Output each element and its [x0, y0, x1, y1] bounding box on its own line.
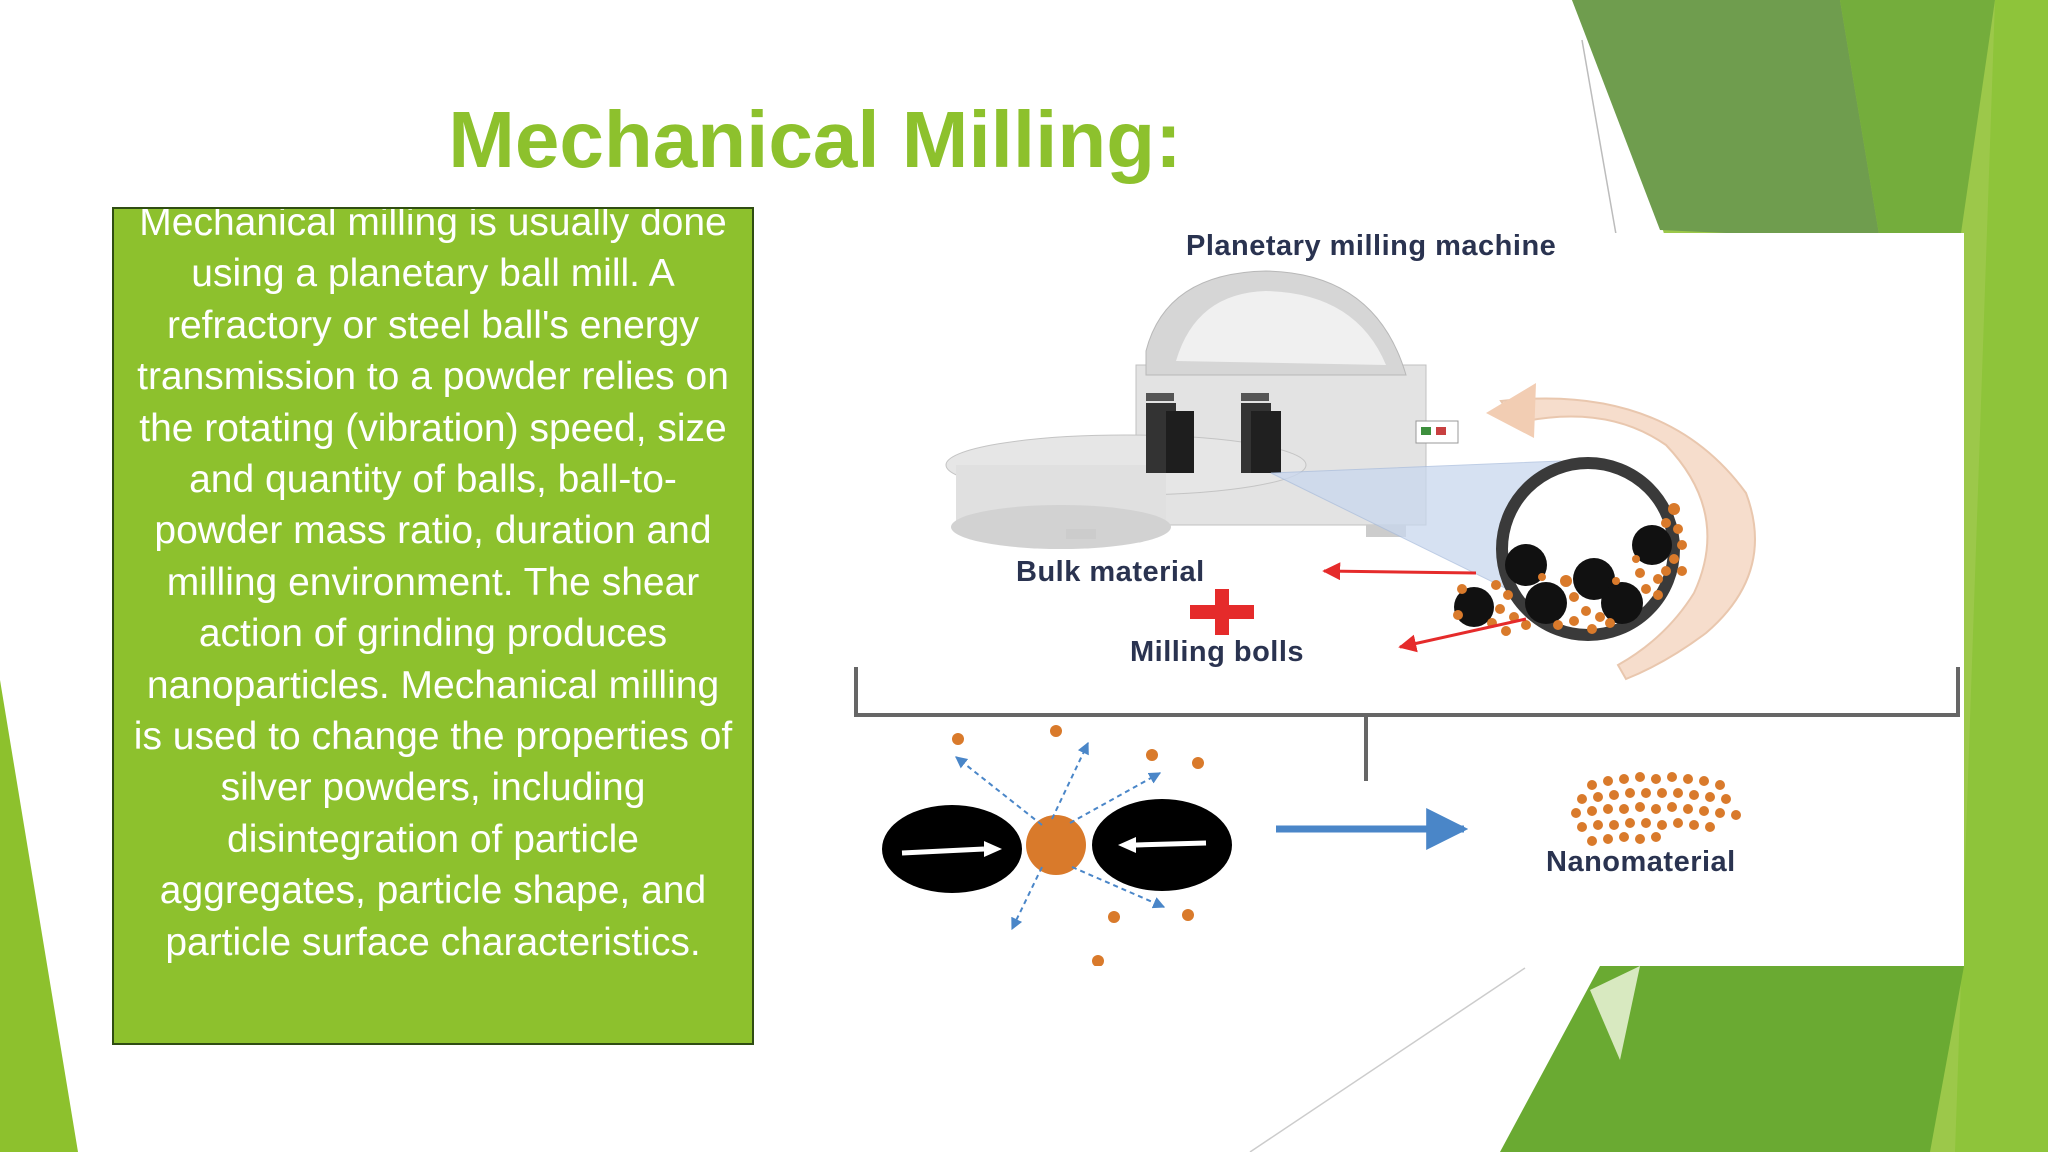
jar-ball	[1632, 525, 1672, 565]
machine-illustration	[945, 270, 1459, 549]
bg-shape-right-edge	[1955, 0, 2048, 1152]
bulk-material-arrow	[1322, 562, 1477, 581]
jar-ball	[1505, 544, 1547, 586]
jar-ball	[1601, 582, 1643, 624]
bg-shape-top-right-dark	[1572, 0, 1880, 240]
body-text: Mechanical milling is usually done using…	[133, 207, 733, 964]
body-text-box: Mechanical milling is usually done using…	[112, 207, 754, 1045]
rotation-arrow	[1499, 397, 1756, 681]
bg-shape-bottom-right	[1500, 966, 1964, 1152]
collision-arrow-right	[901, 846, 985, 856]
bg-shape-left-edge	[0, 680, 78, 1152]
jar-powder	[1453, 503, 1687, 636]
nanomaterial-dots	[1571, 772, 1741, 846]
bg-shape-top-right-mid	[1840, 0, 1995, 240]
milling-diagram: Planetary milling machine	[846, 233, 1964, 966]
scatter-particles	[952, 725, 1204, 966]
milling-balls-label: Milling bolls	[1130, 636, 1304, 668]
scatter-arrows	[955, 741, 1166, 931]
machine-label: Planetary milling machine	[1186, 233, 1556, 262]
ball-collision-illustration	[882, 725, 1232, 966]
plus-icon	[1190, 589, 1254, 635]
bg-shape-bottom-right-pale	[1590, 966, 1640, 1060]
milling-balls-arrow	[1398, 617, 1527, 653]
nanomaterial-label: Nanomaterial	[1546, 846, 1736, 878]
bg-thin-line-bottom	[1249, 967, 1526, 1152]
collision-particle	[1026, 815, 1086, 875]
jar-ball	[1573, 558, 1615, 600]
bg-thin-line	[1581, 39, 1618, 241]
rotation-arrow-head	[1486, 383, 1536, 438]
process-bracket	[854, 667, 1960, 717]
jar-ball	[1454, 587, 1494, 627]
collision-arrow-left	[1135, 840, 1207, 848]
milling-jar	[1453, 457, 1687, 641]
jar-ball	[1525, 582, 1567, 624]
bulk-material-label: Bulk material	[1016, 556, 1205, 588]
slide-title: Mechanical Milling:	[448, 95, 1182, 184]
